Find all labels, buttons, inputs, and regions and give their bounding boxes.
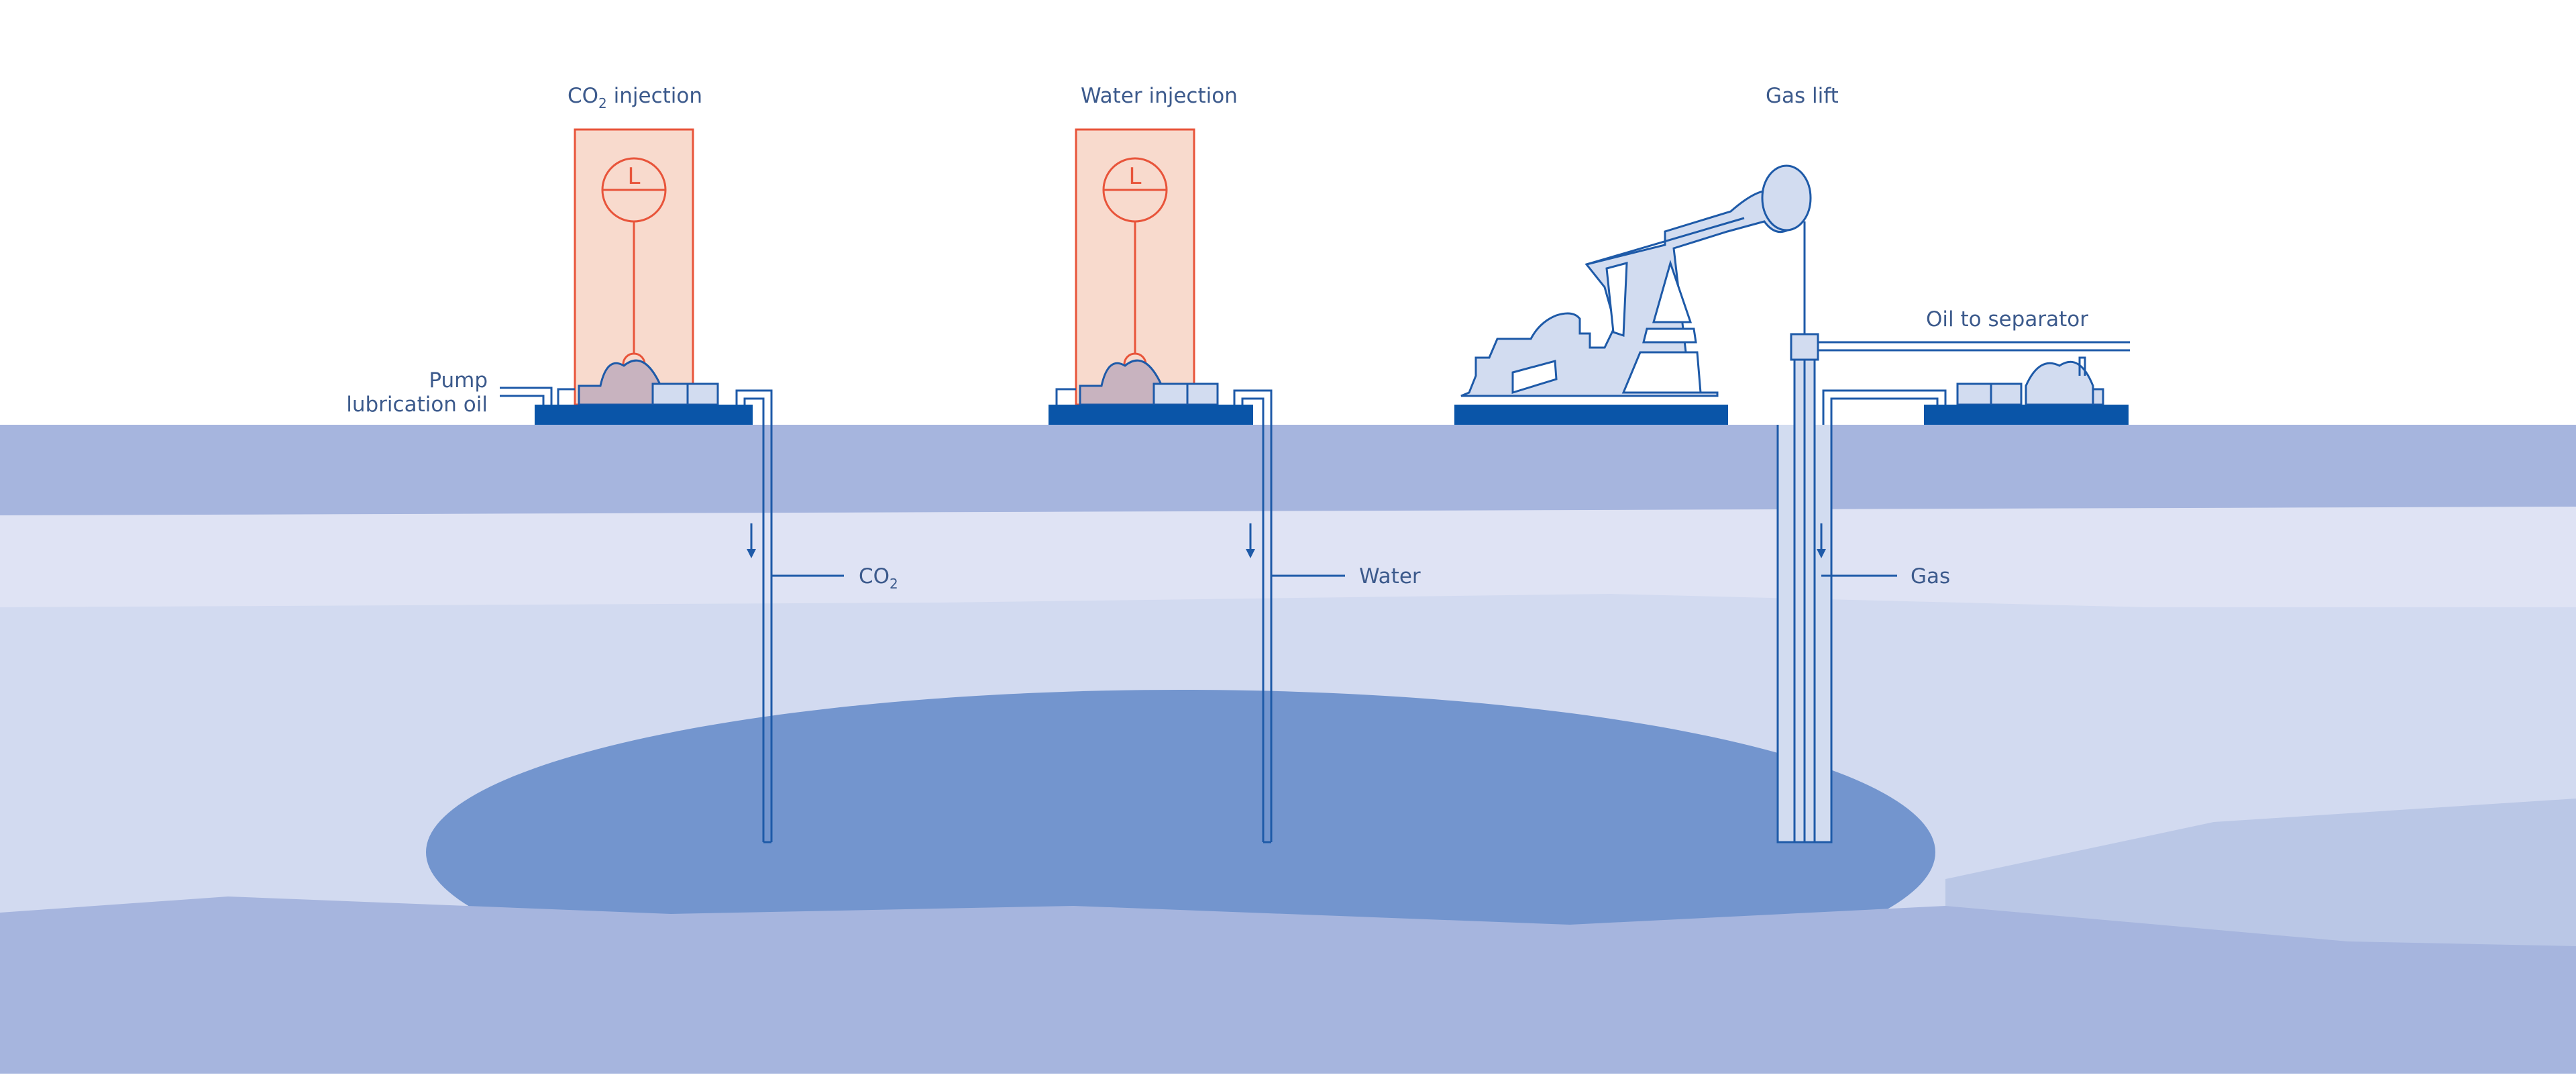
water-injection-station: L (1049, 128, 1345, 843)
gas-lift-title: Gas lift (1766, 84, 1839, 108)
pumpjack-base (1454, 405, 1728, 425)
bottom-layer (0, 896, 2576, 1074)
wellhead (1790, 333, 1819, 361)
light-layer (0, 507, 2576, 607)
gas-lift-station (1454, 164, 2130, 843)
labels: CO2 injection Water injection Gas lift P… (346, 84, 2088, 592)
top-soil-layer (0, 425, 2576, 515)
pump-label: Pump (429, 368, 488, 393)
co2-injection-title: CO2 injection (568, 84, 702, 111)
water-injection-title: Water injection (1081, 84, 1238, 108)
oil-to-separator-label: Oil to separator (1926, 307, 2088, 331)
water-flow-arrow-icon (1246, 549, 1255, 558)
water-pump-icon (1079, 359, 1163, 406)
co2-injection-station: L (500, 128, 844, 843)
co2-level-gauge-icon: L (628, 163, 641, 190)
co2-flow-label: CO2 (859, 564, 898, 592)
horsehead-icon (1761, 164, 1812, 232)
water-level-gauge-icon: L (1129, 163, 1142, 190)
co2-pump-icon (578, 359, 662, 406)
gas-flow-label: Gas (1911, 564, 1950, 588)
gas-compressor-icon (2025, 360, 2094, 406)
gas-flow-arrow-icon (1817, 549, 1826, 558)
co2-flow-arrow-icon (747, 549, 756, 558)
water-flow-label: Water (1359, 564, 1421, 588)
co2-base (535, 405, 753, 425)
pumpjack-icon (1460, 189, 1794, 397)
gas-base (1924, 405, 2129, 425)
lubrication-oil-label: lubrication oil (346, 393, 488, 417)
ground-layers (0, 425, 2576, 1074)
water-base (1049, 405, 1253, 425)
